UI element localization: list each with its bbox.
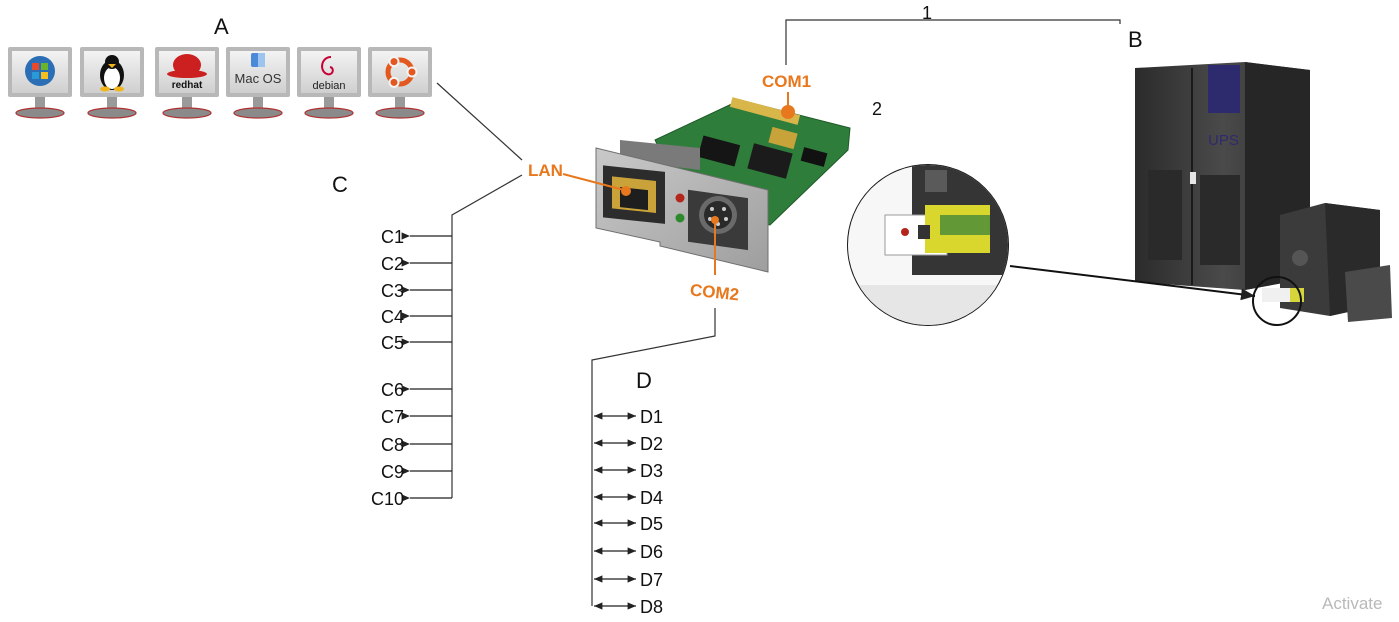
- os-monitor: debian: [297, 47, 361, 119]
- network-card: [595, 97, 851, 273]
- lan-pointer-dot: [621, 186, 631, 196]
- d-output-item: D6: [594, 542, 663, 562]
- c-output-label: C2: [381, 254, 404, 274]
- d-output-label: D3: [640, 461, 663, 481]
- label-d: D: [636, 368, 652, 393]
- c-output-item: C9: [381, 462, 452, 482]
- label-c: C: [332, 172, 348, 197]
- os-monitor: [80, 47, 144, 119]
- c-output-item: C2: [381, 254, 452, 274]
- c-branch-line: [451, 174, 523, 498]
- c-output-item: C5: [381, 333, 452, 353]
- activation-watermark: Activate: [1322, 594, 1382, 613]
- c-output-item: C6: [381, 380, 452, 400]
- os-monitor: Mac OS: [226, 47, 290, 119]
- d-output-label: D1: [640, 407, 663, 427]
- debian-icon: debian: [312, 56, 346, 92]
- com1-pointer-dot: [781, 105, 795, 119]
- ups-port-highlight: [1252, 276, 1302, 326]
- d-output-item: D8: [594, 597, 663, 617]
- c-output-label: C4: [381, 307, 404, 327]
- label-b: B: [1128, 27, 1143, 52]
- led-red: [675, 193, 685, 203]
- c-output-item: C7: [381, 407, 452, 427]
- lan-pointer: [562, 173, 625, 191]
- d-output-item: D7: [594, 570, 663, 590]
- linux-tux-icon: [100, 55, 124, 92]
- lan-label: LAN: [528, 161, 563, 180]
- d-output-label: D6: [640, 542, 663, 562]
- ups-badge: [1208, 65, 1240, 113]
- svg-text:Mac OS: Mac OS: [235, 71, 282, 86]
- windows-icon: [25, 56, 55, 86]
- c-output-label: C8: [381, 435, 404, 455]
- c-output-item: C10: [371, 489, 452, 509]
- c-output-label: C3: [381, 281, 404, 301]
- d-output-item: D3: [594, 461, 663, 481]
- os-monitor: [8, 47, 72, 119]
- com1-to-ups-line: [785, 19, 1121, 65]
- c-output-label: C1: [381, 227, 404, 247]
- d-output-label: D2: [640, 434, 663, 454]
- lan-connector-line: [436, 82, 523, 161]
- c-output-item: C4: [381, 307, 452, 327]
- d-output-item: D1: [594, 407, 663, 427]
- c-output-item: C1: [381, 227, 452, 247]
- ups-label: UPS: [1208, 132, 1239, 149]
- macos-icon: Mac OS: [235, 53, 282, 86]
- label-a: A: [214, 14, 229, 39]
- c-output-label: C5: [381, 333, 404, 353]
- redhat-icon: redhat: [167, 54, 207, 91]
- com1-label: COM1: [762, 72, 811, 91]
- com2-label: COM2: [689, 280, 740, 304]
- os-monitor-row: redhat Mac OS debian: [8, 47, 432, 119]
- d-output-label: D5: [640, 514, 663, 534]
- d-output-label: D8: [640, 597, 663, 617]
- d-output-label: D7: [640, 570, 663, 590]
- rj45-port: [603, 165, 665, 224]
- led-green: [675, 213, 685, 223]
- c-output-label: C6: [381, 380, 404, 400]
- d-output-item: D4: [594, 488, 663, 508]
- svg-text:debian: debian: [312, 80, 345, 92]
- d-output-item: D5: [594, 514, 663, 534]
- os-monitor: [368, 47, 432, 119]
- c-output-label: C7: [381, 407, 404, 427]
- svg-text:redhat: redhat: [172, 80, 203, 91]
- ups-battery-unit: [1262, 203, 1392, 322]
- d-output-label: D4: [640, 488, 663, 508]
- c-output-item: C8: [381, 435, 452, 455]
- zoom-arrow: [1009, 265, 1256, 301]
- c-output-label: C9: [381, 462, 404, 482]
- label-1: 1: [922, 3, 932, 23]
- d-branch-line: [591, 308, 716, 606]
- os-monitor: redhat: [155, 47, 219, 119]
- com2-pointer-dot: [711, 216, 719, 224]
- ubuntu-icon: [385, 56, 418, 88]
- c-output-label: C10: [371, 489, 404, 509]
- label-2: 2: [872, 99, 882, 119]
- zoom-detail: [847, 164, 1009, 326]
- c-output-item: C3: [381, 281, 452, 301]
- d-output-item: D2: [594, 434, 663, 454]
